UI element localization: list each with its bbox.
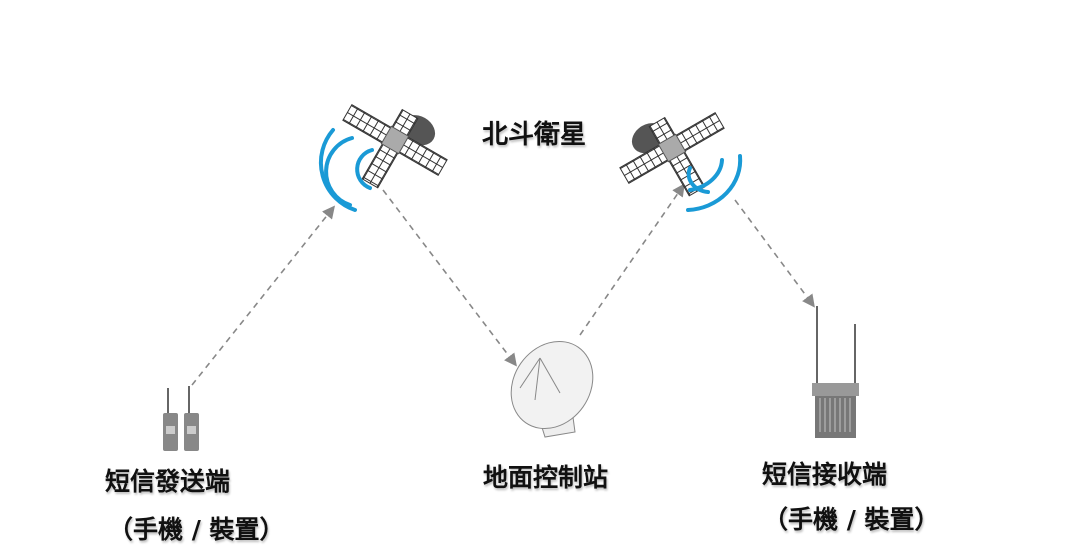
sender-label: 短信發送端 [105, 467, 231, 496]
arrow-sender-to-satellite [191, 205, 335, 386]
arrow-satellite-to-receiver [734, 199, 815, 308]
arrow-ground-to-satellite [579, 183, 685, 336]
satellite-dish-icon [510, 340, 594, 438]
receiver-sublabel: （手機 / 裝置） [763, 505, 940, 534]
receiver-label: 短信接收端 [762, 460, 888, 489]
signal-waves-right-icon [686, 154, 743, 212]
signal-waves-left-icon [318, 128, 374, 212]
arrow-satellite-to-ground [382, 189, 517, 367]
satellite-right-icon [619, 112, 725, 197]
sender-sublabel: （手機 / 裝置） [108, 515, 285, 544]
ground-station-label: 地面控制站 [483, 463, 609, 492]
signal-arrows [191, 183, 815, 386]
satellite-title: 北斗衛星 [482, 120, 587, 150]
walkie-talkie-icon [163, 386, 199, 451]
radio-receiver-icon [812, 306, 859, 438]
satellite-left-icon [342, 104, 448, 189]
